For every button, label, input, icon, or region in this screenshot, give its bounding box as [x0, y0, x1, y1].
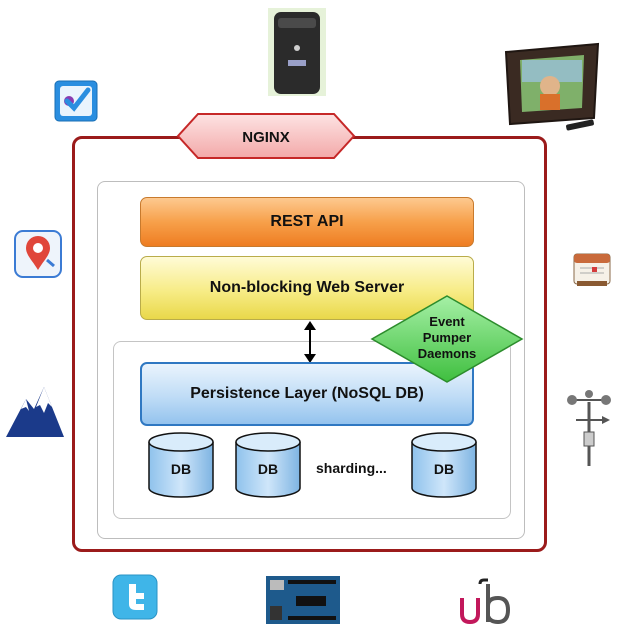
db-label: DB [434, 461, 454, 477]
db-label: DB [258, 461, 278, 477]
event-line-1: Event [429, 314, 465, 329]
arduino-board-icon [266, 576, 340, 624]
nginx-label: NGINX [242, 129, 290, 146]
rest-api-label: REST API [270, 213, 344, 230]
calendar-icon [573, 253, 611, 286]
ub-logo-icon [460, 578, 511, 625]
persistence-layer: Persistence Layer (NoSQL DB) [140, 362, 474, 426]
event-line-2: Pumper [423, 330, 471, 345]
web-server-label: Non-blocking Web Server [209, 279, 405, 296]
database-cylinder-3: DB [411, 432, 477, 498]
database-cylinder-2: DB [235, 432, 301, 498]
weather-anemometer-icon [567, 390, 611, 466]
database-cylinder-1: DB [148, 432, 214, 498]
double-arrow-icon [304, 321, 316, 363]
foursquare-icon [54, 80, 98, 122]
db-label: DB [171, 461, 191, 477]
persistence-label: Persistence Layer (NoSQL DB) [190, 385, 424, 402]
event-pumper-daemons-diamond: Event Pumper Daemons [370, 295, 524, 383]
google-maps-icon [14, 230, 62, 278]
sun-device-icon [268, 8, 326, 96]
sharding-label: sharding... [316, 460, 387, 476]
digital-photo-frame-icon [504, 42, 600, 131]
rest-api-layer: REST API [140, 197, 474, 247]
mountain-icon [6, 387, 64, 437]
twitter-icon [112, 574, 158, 620]
event-line-3: Daemons [418, 346, 477, 361]
nginx-badge: NGINX [176, 113, 356, 159]
web-server-layer: Non-blocking Web Server [140, 256, 474, 320]
